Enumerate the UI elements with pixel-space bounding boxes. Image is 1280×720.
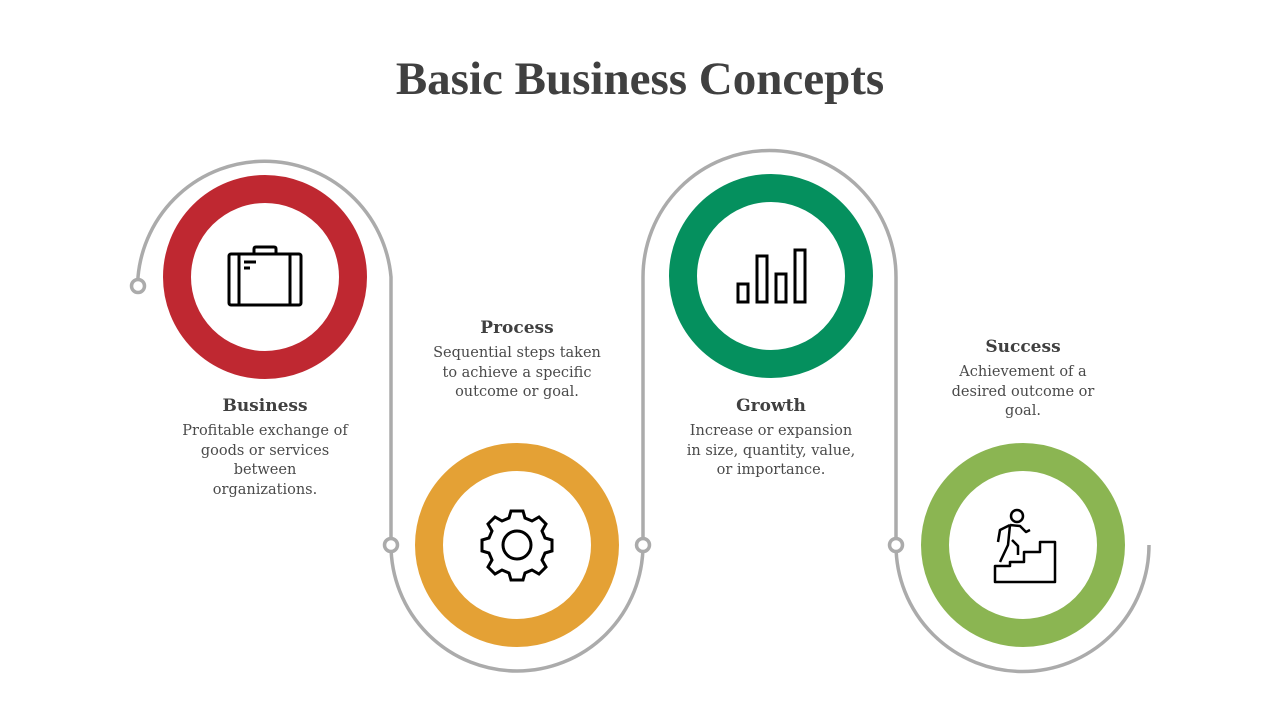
connector-path: [136, 148, 1151, 674]
ring-business: [163, 175, 367, 379]
ring-process: [415, 443, 619, 647]
connector-dot: [634, 536, 652, 554]
connector-dot: [129, 277, 147, 295]
step-description: Profitable exchange of goods or services…: [182, 423, 348, 498]
step-description: Increase or expansion in size, quantity,…: [686, 423, 856, 478]
ring-success: [921, 443, 1125, 647]
bar-chart-icon: [736, 248, 807, 304]
step-description: Sequential steps taken to achieve a spec…: [433, 345, 601, 400]
connector-dot: [887, 536, 905, 554]
step-title: Growth: [736, 396, 806, 416]
step-process: Process Sequential steps taken to achiev…: [432, 318, 602, 403]
step-title: Business: [222, 396, 308, 416]
step-growth: Growth Increase or expansion in size, qu…: [686, 396, 856, 481]
step-title: Success: [985, 337, 1061, 357]
ring-growth: [669, 174, 873, 378]
connector-dot: [382, 536, 400, 554]
briefcase-icon: [227, 245, 303, 307]
climbing-stairs-icon: [993, 508, 1057, 584]
step-business: Business Profitable exchange of goods or…: [180, 396, 350, 500]
gear-icon: [480, 509, 554, 582]
step-title: Process: [480, 318, 554, 338]
step-description: Achievement of a desired outcome or goal…: [951, 364, 1095, 419]
step-success: Success Achievement of a desired outcome…: [938, 337, 1108, 422]
slide-title: Basic Business Concepts: [395, 53, 885, 105]
